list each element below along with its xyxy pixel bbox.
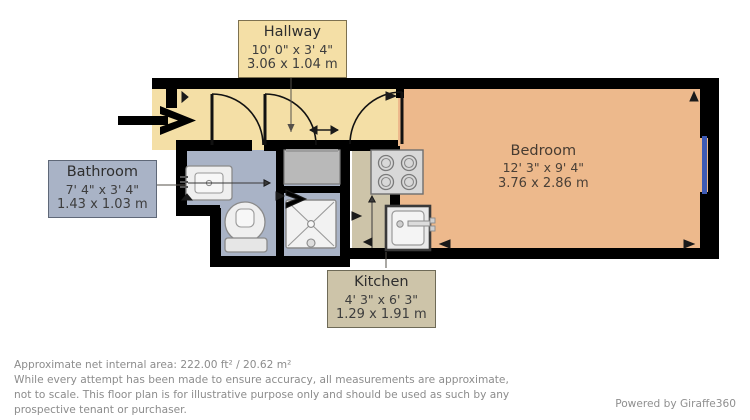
walls [152,78,719,267]
powered-by-attribution: Powered by Giraffe360 [615,398,736,410]
room-label-hallway-metric: 3.06 x 1.04 m [247,56,338,72]
corner-tick-tr [689,90,699,102]
wall-entrance-jamb [176,140,252,151]
room-label-bedroom: Bedroom 12' 3" x 9' 4" 3.76 x 2.86 m [498,142,589,192]
corner-tick-b3 [438,239,451,249]
corner-tick-t2 [385,91,398,101]
cupboard-fixture [283,149,341,185]
wall-nib-hall-bedroom [396,88,404,98]
dimension-markers [180,90,699,249]
corner-tick-b2 [351,211,363,221]
corner-tick-bath-right [275,191,286,201]
wall-bottom-right [346,248,719,259]
corner-tick-tl [181,90,189,104]
entrance-arrow [118,106,196,135]
disclaimer-footer: Approximate net internal area: 222.00 ft… [14,358,534,418]
room-label-hallway-imperial: 10' 0" x 3' 4" [251,41,334,57]
room-label-bedroom-metric: 3.76 x 2.86 m [498,175,589,191]
wall-right [708,78,719,258]
bathroom-direction-arrow [285,189,308,209]
appliance-fixture [384,204,436,252]
room-label-kitchen-name: Kitchen [354,274,409,290]
corner-tick-bl [180,193,194,201]
toilet-fixture [224,201,268,253]
wall-right-window-bottom [700,192,710,250]
corner-tick-kitchen [362,237,373,247]
wall-right-window-top [700,88,710,138]
bedroom-door-arc [349,91,403,145]
doors [210,91,404,146]
wall-bath-kitchen [340,146,350,258]
footer-area-line: Approximate net internal area: 222.00 ft… [14,359,292,371]
bedroom-floor [398,88,710,248]
wall-closet-div-1 [276,150,284,258]
wall-left-lower [176,140,187,210]
room-label-bathroom-metric: 1.43 x 1.03 m [57,196,148,212]
room-label-bedroom-imperial: 12' 3" x 9' 4" [502,160,585,176]
room-label-bedroom-name: Bedroom [510,143,577,159]
leader-lines [154,72,387,268]
footer-disclaimer-line-2: not to scale. This floor plan is for ill… [14,389,510,402]
hall-door-arc [264,93,317,146]
room-label-kitchen-metric: 1.29 x 1.91 m [336,306,427,322]
hob-fixture [370,149,424,195]
wall-step-left [210,208,221,266]
corner-tick-br [683,239,696,249]
room-label-kitchen[interactable]: Kitchen 4' 3" x 6' 3" 1.29 x 1.91 m [327,270,436,328]
fixtures [180,149,436,253]
room-label-hallway[interactable]: Hallway 10' 0" x 3' 4" 3.06 x 1.04 m [238,20,347,78]
shower-tray-fixture [285,199,337,249]
wall-bottom-bathroom [210,256,350,267]
wall-step-top [176,205,220,216]
room-label-hallway-name: Hallway [263,24,321,40]
wall-kitchen-top [350,140,398,151]
room-label-kitchen-imperial: 4' 3" x 6' 3" [344,291,419,307]
room-label-bathroom[interactable]: Bathroom 7' 4" x 3' 4" 1.43 x 1.03 m [48,160,157,218]
footer-disclaimer-line-3: prospective tenant or purchaser. [14,404,187,417]
wall-kitchen-bedroom [390,146,400,258]
wall-closet-div-2 [276,186,350,193]
wall-hall-bath [264,140,354,151]
wall-left-upper [166,78,177,108]
wall-top [152,78,718,89]
footer-disclaimer-line-1: While every attempt has been made to ens… [14,374,509,387]
room-label-bathroom-name: Bathroom [66,164,138,180]
room-label-bathroom-imperial: 7' 4" x 3' 4" [65,181,140,197]
entrance-door-arc [211,93,264,146]
window-bedroom-right [702,136,707,194]
